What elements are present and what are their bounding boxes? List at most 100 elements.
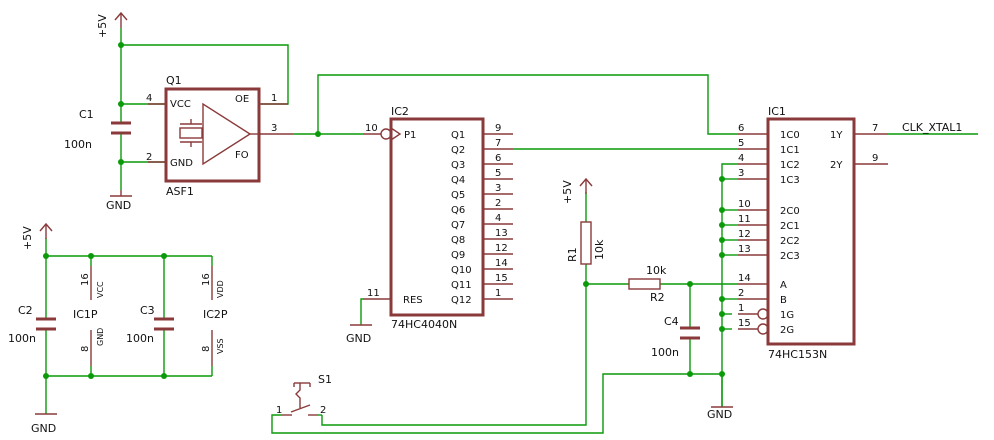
vcc-symbol-top: +5V [96,11,128,38]
wire [317,74,738,135]
gnd-symbol-left: GND [31,413,57,435]
ic1-out-2y: 2Y [830,160,843,171]
ic1-pin-num: 10 [738,199,751,210]
junction-dot [583,281,589,287]
ic2-pin-label: Q7 [451,220,465,231]
s1-name: S1 [318,373,332,386]
ic1-pin-num: 5 [738,138,744,149]
wire [585,264,629,285]
ic2-res-label: RES [403,295,423,306]
capacitor-c2: C2 100n [8,304,56,345]
vcc-label: +5V [96,14,109,38]
junction-dot [719,311,725,317]
ic1-pin-num: 11 [738,214,751,225]
ic2-pin-label: Q1 [451,130,465,141]
capacitor-c1: C1 100n [64,108,131,151]
ic1-pin-label: B [780,295,787,306]
ic2-pin-label: Q9 [451,250,465,261]
junction-dot [719,296,725,302]
ic2-pin-num: 5 [495,168,501,179]
ic2-pin-label: Q8 [451,235,465,246]
ic2p-name: IC2P [203,308,228,321]
counter-ic2: IC2 74HC4040N P1 10 RES 11 Q19Q27Q36Q45Q… [363,105,513,331]
junction-dot [315,131,321,137]
c4-value: 100n [651,346,679,359]
junction-dot [161,373,167,379]
ic2-pin-label: Q2 [451,145,465,156]
vcc-symbol-left: +5V [21,222,53,250]
ic1-pin-label: 2G [780,325,794,336]
junction-dot [43,373,49,379]
junction-dot [719,222,725,228]
ic2-pin-num: 4 [495,213,501,224]
q1-name: Q1 [166,74,182,87]
ic2-pin-num: 6 [495,153,501,164]
ic2-output-pins: Q19Q27Q36Q45Q53Q62Q74Q813Q912Q1014Q1115Q… [451,123,513,306]
ic2-name: IC2 [391,105,409,118]
ic1-pin-num: 12 [738,229,751,240]
gnd-label: GND [106,199,131,212]
ic2-pin-label: Q10 [451,265,472,276]
c3-value: 100n [126,332,154,345]
capacitor-c4: C4 100n [651,315,700,359]
q1-pin-fo: FO [235,150,249,161]
junction-dot [719,326,725,332]
junction-dot [687,281,693,287]
c2-name: C2 [18,304,33,317]
wire [321,284,587,426]
junction-dot [118,159,124,165]
ic2-pin-num: 9 [495,123,501,134]
c1-value: 100n [64,138,92,151]
ic2-pin-num: 15 [495,273,508,284]
ic2p-pin-top: VDD [216,280,225,298]
ic1-pin-num: 13 [738,244,751,255]
junctions [43,42,725,379]
junction-dot [118,101,124,107]
junction-dot [719,207,725,213]
ic1-pin-num: 14 [738,273,751,284]
ic1p-pin-top: VCC [96,281,105,298]
ic1-pin-label: 2C2 [780,236,800,247]
junction-dot [43,253,49,259]
ic2-pin-label: Q11 [451,280,472,291]
ic2-clk-label: P1 [404,130,416,141]
mux-ic1: IC1 74HC153N 1C061C151C241C332C0102C1112… [738,105,962,361]
ic1p-pin-bot: GND [96,328,105,346]
ic2-pin-label: Q6 [451,205,465,216]
junction-dot [719,176,725,182]
ic2-pin-num: 3 [495,183,501,194]
switch-s1: S1 1 2 [276,373,332,416]
q1-pin-gnd: GND [170,158,193,169]
gnd-symbol-ic2: GND [346,324,372,345]
ic2-pin-num: 7 [495,138,501,149]
r2-name: R2 [650,291,665,304]
ic2-pin-num: 12 [495,243,508,254]
c2-value: 100n [8,332,36,345]
gnd-symbol-ic1: GND [707,406,733,421]
junction-dot [88,253,94,259]
ic2-pin-label: Q12 [451,295,472,306]
ic1p-name: IC1P [73,308,98,321]
ic1-pin-num: 4 [738,153,744,164]
ic1-pin-num: 9 [872,153,878,164]
ic1-pin-num: 3 [738,168,744,179]
ic1-value: 74HC153N [768,348,827,361]
junction-dot [719,237,725,243]
ic2-pin-num: 2 [495,198,501,209]
c1-name: C1 [79,108,94,121]
resistor-r2: 10k R2 [628,264,667,304]
q1-pin-oe: OE [235,94,249,105]
ic1-pin-num: 6 [738,123,744,134]
r2-value: 10k [646,264,667,277]
vcc-label: +5V [21,226,34,250]
net-label-clk: CLK_XTAL1 [902,121,962,134]
ic1-pin-label: 2C1 [780,221,800,232]
ic2p-pin-bot: VSS [216,338,225,354]
ic1-pin-num: 15 [738,318,751,329]
s1-pin-num: 2 [320,405,326,416]
ic2-pin-num: 14 [495,258,508,269]
power-pins-ic2p: IC2P VDD VSS 16 8 [201,266,228,366]
ic1-pin-label: A [780,280,787,291]
ic1-name: IC1 [768,105,786,118]
